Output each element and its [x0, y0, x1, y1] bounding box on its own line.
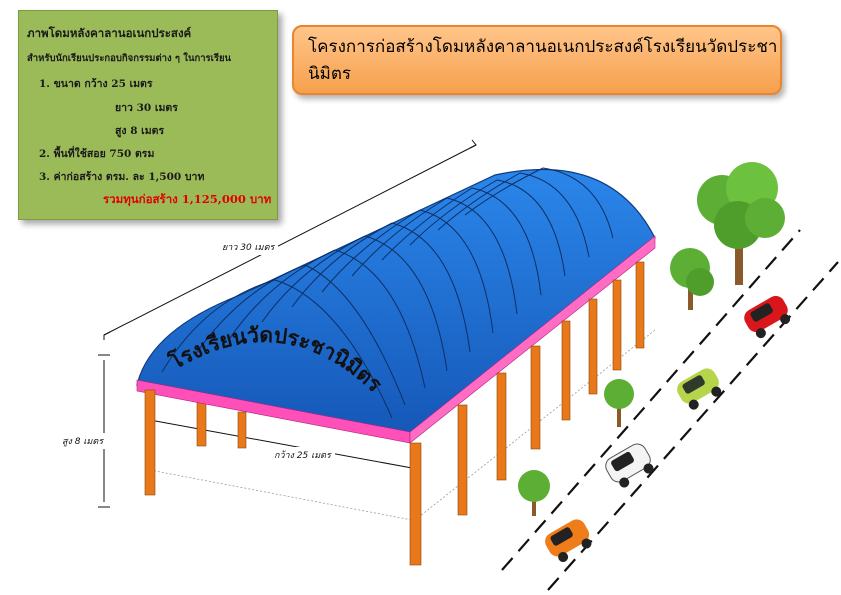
- roof-ribs: [161, 167, 614, 419]
- tree-icon: [670, 248, 714, 310]
- info-subtitle: สำหรับนักเรียนประกอบกิจกรรมต่าง ๆ ในการเ…: [27, 53, 232, 64]
- title-banner: โครงการก่อสร้างโดมหลังคาลานอเนกประสงค์โร…: [292, 25, 782, 95]
- side-beam: [409, 235, 656, 444]
- height-dimension-line: [98, 354, 110, 508]
- red-car-icon: [744, 295, 791, 339]
- info-cost: 3. ค่าก่อสร้าง ตรม. ละ 1,500 บาท: [39, 171, 205, 183]
- white-car-icon: [605, 443, 654, 488]
- orange-car-icon: [545, 519, 592, 562]
- info-heading: ภาพโดมหลังคาลานอเนกประสงค์: [27, 26, 192, 40]
- info-length: ยาว 30 เมตร: [115, 102, 178, 114]
- info-total: รวมทุนก่อสร้าง 1,125,000 บาท: [103, 192, 272, 206]
- green-car-icon: [677, 368, 722, 410]
- road-lines: [501, 229, 839, 591]
- width-dimension-line: [149, 419, 413, 469]
- length-label: ยาว 30 เมตร: [218, 239, 279, 255]
- small-tree-icon: [604, 379, 634, 427]
- height-label: สูง 8 เมตร: [58, 433, 108, 449]
- width-label: กว้าง 25 เมตร: [270, 447, 335, 463]
- banner-title: โครงการก่อสร้างโดมหลังคาลานอเนกประสงค์โร…: [308, 37, 778, 84]
- side-pillars: [457, 261, 645, 516]
- big-tree-icon: [697, 162, 785, 285]
- front-pillars: [144, 389, 422, 566]
- info-panel: ภาพโดมหลังคาลานอเนกประสงค์ สำหรับนักเรีย…: [18, 10, 278, 220]
- small-tree-icon: [518, 470, 550, 516]
- length-dimension-line: [103, 139, 477, 340]
- info-size: 1. ขนาด กว้าง 25 เมตร: [39, 78, 153, 90]
- info-height: สูง 8 เมตร: [115, 125, 165, 137]
- info-area: 2. พื้นที่ใช้สอย 750 ตรม: [39, 148, 155, 160]
- dome-roof: [136, 168, 656, 434]
